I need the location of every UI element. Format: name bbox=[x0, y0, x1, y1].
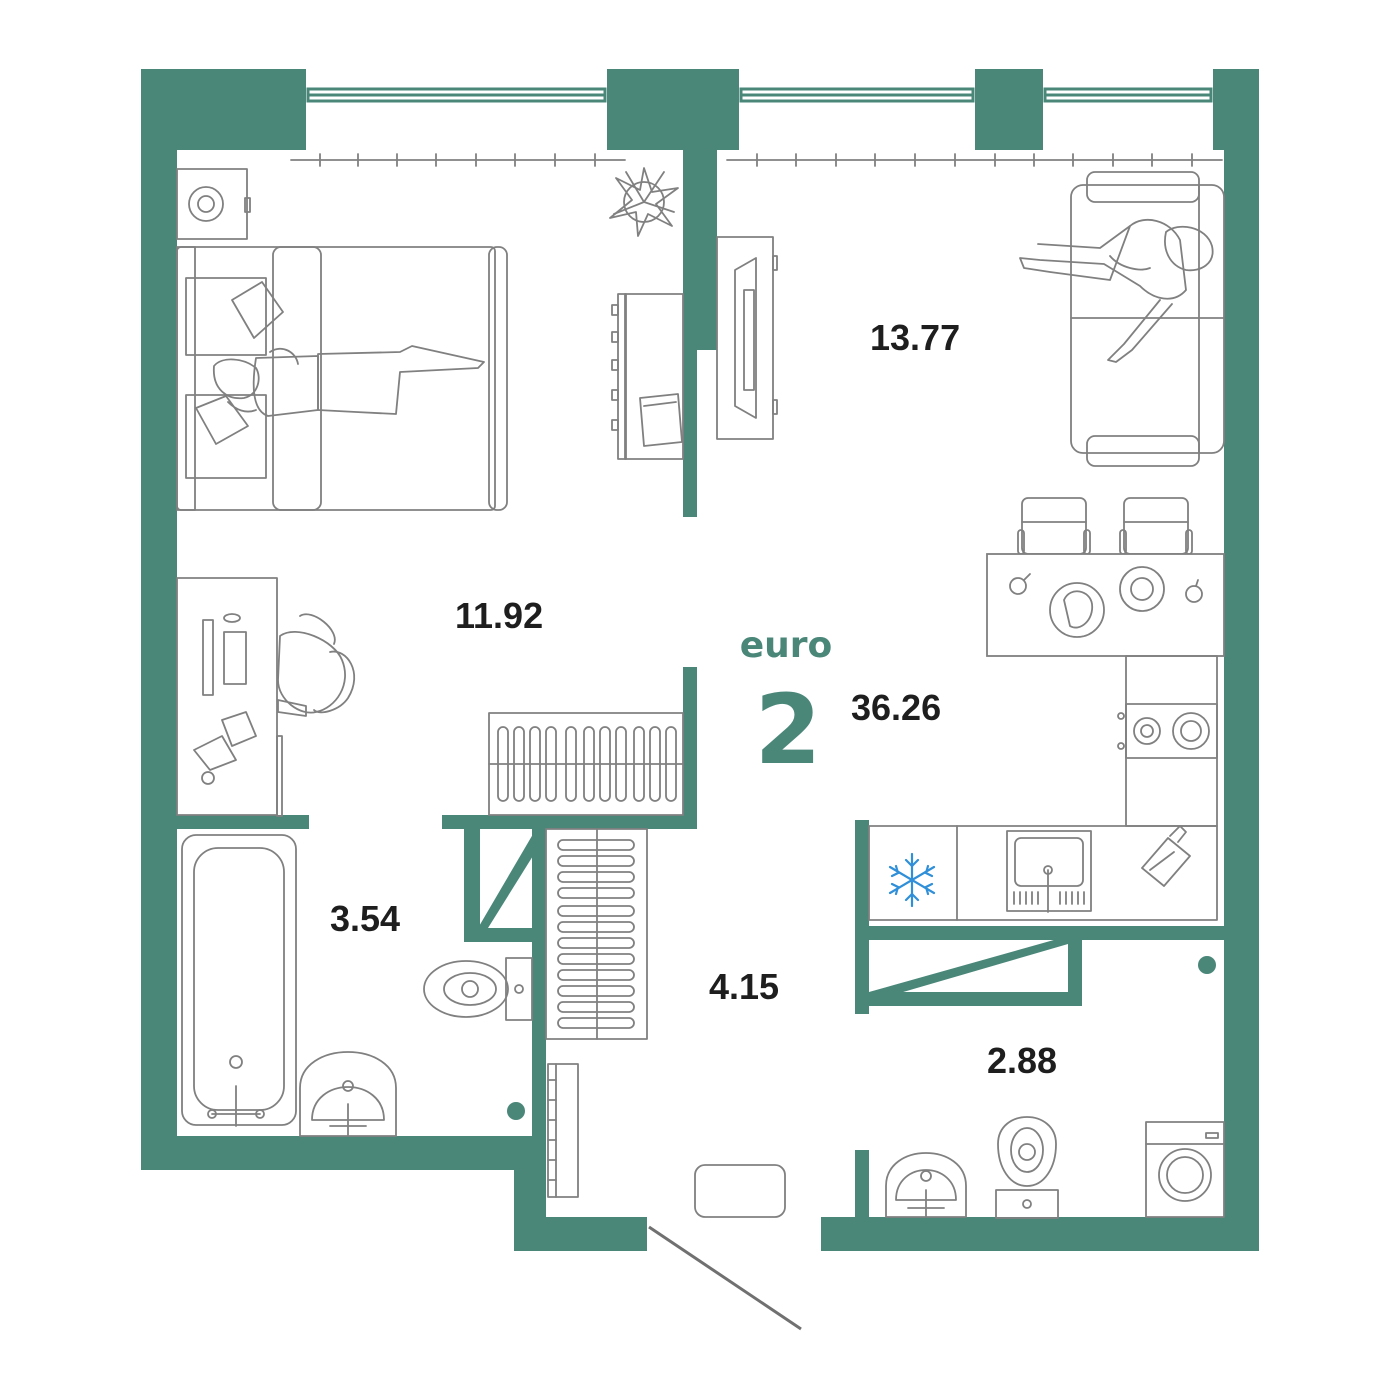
windows bbox=[306, 87, 1213, 103]
nightstand bbox=[176, 168, 248, 240]
wall-wash-bottom-stub bbox=[855, 1150, 869, 1220]
bedroom-furniture bbox=[176, 167, 684, 511]
wall-right bbox=[1224, 69, 1259, 1251]
kitchen-furniture bbox=[868, 497, 1225, 921]
curtain-rods bbox=[290, 153, 1223, 167]
person-icon bbox=[1019, 218, 1214, 363]
wall-shaft2-bottom bbox=[855, 992, 1082, 1006]
cutting-board-icon bbox=[1141, 825, 1191, 887]
sink-icon bbox=[1006, 830, 1092, 913]
kitchen-counter bbox=[868, 825, 1218, 921]
desk-area bbox=[176, 577, 355, 817]
layout-prefix: euro bbox=[740, 625, 833, 666]
area-washroom: 2.88 bbox=[987, 1040, 1057, 1081]
washing-machine-icon bbox=[1145, 1121, 1225, 1218]
area-kitchen-living: 36.26 bbox=[851, 687, 941, 728]
area-bathroom: 3.54 bbox=[330, 898, 400, 939]
wall-wash-top bbox=[855, 926, 1224, 940]
wall-shaft2-diagonal bbox=[869, 936, 1068, 1002]
office-chair bbox=[277, 613, 355, 717]
wall-left bbox=[141, 69, 177, 1170]
area-hallway: 4.15 bbox=[709, 966, 779, 1007]
wall-top-right-a bbox=[975, 69, 1043, 150]
wall-shaft-diagonal bbox=[478, 829, 546, 928]
sink-icon bbox=[885, 1152, 967, 1218]
desk bbox=[176, 577, 278, 816]
wall-wash-left bbox=[855, 820, 869, 1014]
room-labels: 11.92 13.77 36.26 3.54 4.15 2.88 bbox=[330, 317, 1057, 1081]
wardrobe-top bbox=[488, 712, 684, 816]
wall-partition-stub bbox=[683, 150, 717, 350]
wall-hall-top bbox=[442, 815, 697, 829]
sofa bbox=[1070, 171, 1225, 467]
wall-bottom-left bbox=[141, 1136, 546, 1170]
shoe-rack bbox=[547, 1063, 579, 1198]
entrance-door[interactable] bbox=[648, 1225, 802, 1331]
sink-icon bbox=[299, 1051, 397, 1137]
wall-bottom-entrance-left bbox=[514, 1217, 647, 1251]
bathtub-icon bbox=[181, 834, 297, 1127]
wall-bath-right bbox=[532, 829, 546, 1149]
wall-bath-top bbox=[177, 815, 309, 829]
drain-washroom bbox=[1198, 956, 1216, 974]
door-mat bbox=[694, 1164, 786, 1218]
layout-badge: euro 2 bbox=[740, 625, 833, 786]
wall-shaft-left bbox=[464, 829, 480, 942]
wardrobe-hall bbox=[545, 828, 648, 1040]
toilet-icon bbox=[423, 957, 533, 1021]
bookshelf bbox=[611, 293, 684, 460]
area-living-room: 13.77 bbox=[870, 317, 960, 358]
dining-table bbox=[986, 553, 1225, 657]
plant-icon bbox=[609, 167, 679, 237]
bed bbox=[176, 246, 508, 511]
wall-bottom-right bbox=[821, 1217, 1259, 1251]
wall-top-mid bbox=[607, 69, 739, 150]
toilet-icon bbox=[995, 1116, 1059, 1219]
living-furniture bbox=[716, 171, 1225, 467]
area-bedroom: 11.92 bbox=[455, 595, 543, 636]
person-icon bbox=[213, 345, 485, 417]
wall-partition-wardrobe bbox=[683, 667, 697, 829]
stove-icon bbox=[1117, 655, 1218, 827]
drain-bathroom bbox=[507, 1102, 525, 1120]
walls bbox=[141, 69, 1259, 1251]
tv-stand bbox=[716, 236, 778, 440]
wall-shaft2-right bbox=[1068, 940, 1082, 1006]
snowflake-icon bbox=[888, 852, 936, 908]
dining-chairs bbox=[1017, 497, 1193, 555]
wall-shaft-bottom bbox=[464, 928, 546, 942]
layout-room-count: 2 bbox=[755, 674, 822, 786]
